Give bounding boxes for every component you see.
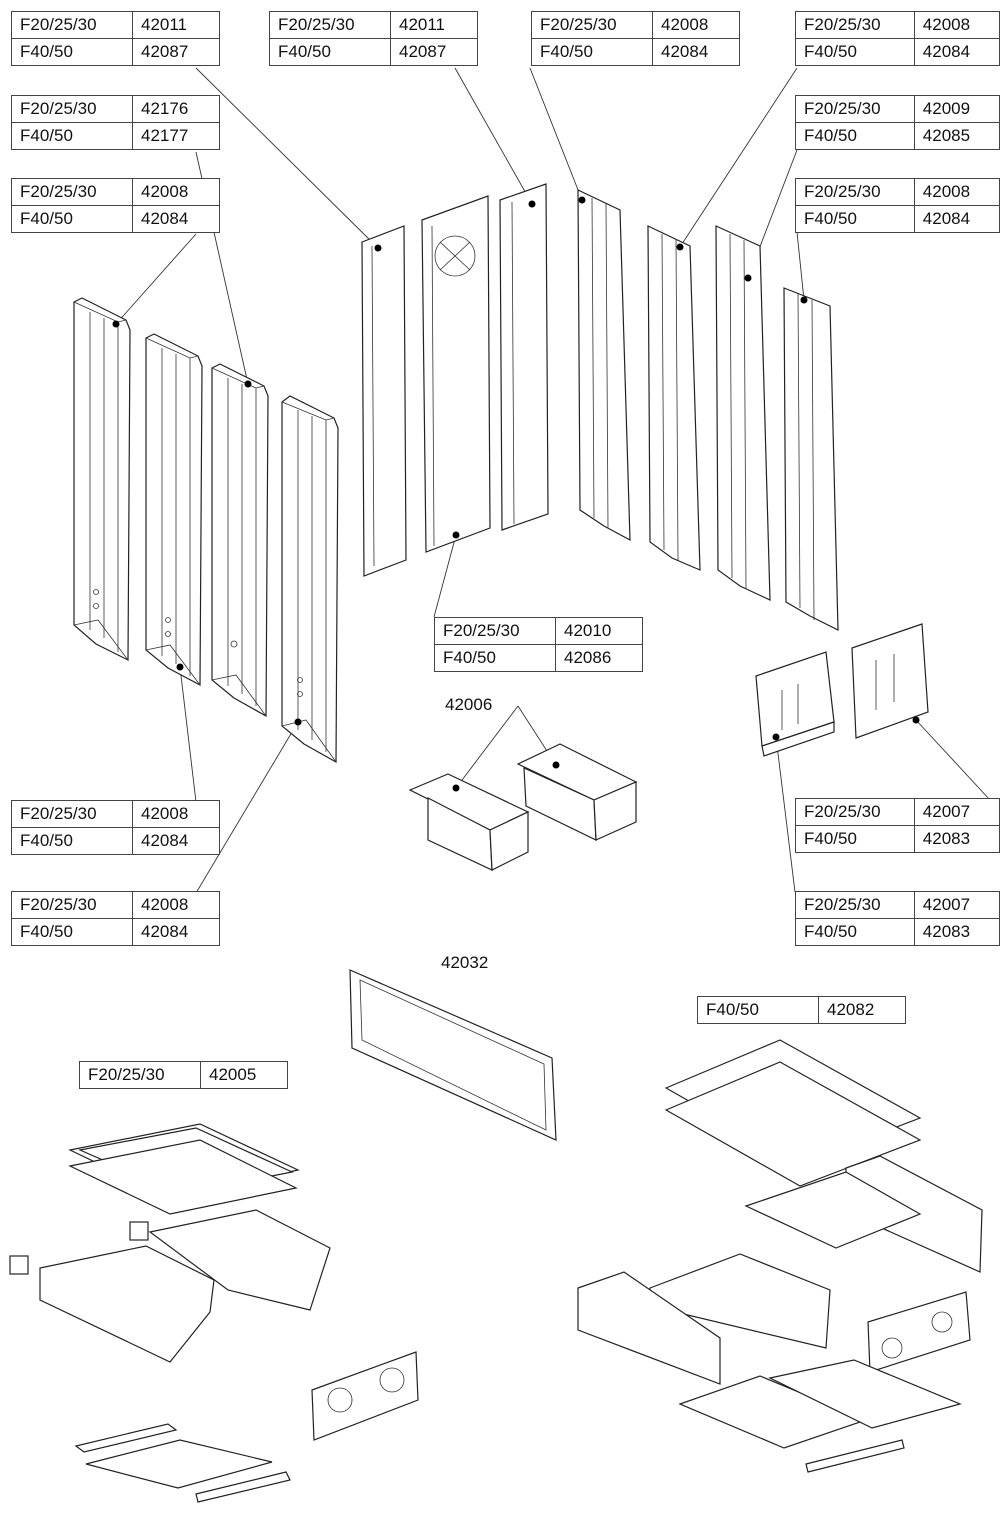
brick-supports	[408, 743, 638, 871]
label-part-number: 42084	[913, 38, 1000, 66]
label-model: F40/50	[795, 825, 915, 853]
side-brick-part	[145, 333, 203, 686]
label-part-number: 42008	[132, 891, 220, 919]
label-part-number: 42084	[132, 827, 220, 855]
callout-dots	[112, 196, 920, 792]
label-part-number: 42008	[652, 11, 740, 39]
label-model: F40/50	[269, 38, 391, 66]
left-base-assembly	[9, 1123, 419, 1503]
label-model: F40/50	[11, 38, 133, 66]
right-base-assembly	[577, 1039, 983, 1473]
label-model: F20/25/30	[434, 617, 556, 645]
label-model: F40/50	[11, 918, 133, 946]
label-part-number: 42177	[132, 122, 220, 150]
door-gasket-part-number: 42032	[441, 953, 489, 972]
label-part-number: 42007	[913, 798, 1000, 826]
label-model: F20/25/30	[795, 11, 915, 39]
label-model: F20/25/30	[11, 800, 133, 828]
back-side-brick	[361, 225, 407, 577]
label-model: F20/25/30	[531, 11, 653, 39]
label-part-number: 42086	[555, 644, 643, 672]
label-model: F40/50	[795, 38, 915, 66]
label-model: F20/25/30	[269, 11, 391, 39]
back-bricks	[361, 183, 549, 577]
side-brick-part	[647, 225, 701, 571]
right-side-bricks	[577, 189, 839, 631]
label-model: F20/25/30	[795, 798, 915, 826]
side-brick-part	[783, 287, 839, 631]
label-part-number: 42011	[132, 11, 220, 39]
label-part-number: 42005	[200, 1061, 288, 1089]
label-model: F20/25/30	[795, 95, 915, 123]
label-part-number: 42008	[132, 800, 220, 828]
brick-supports-part-number: 42006	[445, 695, 493, 714]
label-part-number: 42008	[913, 178, 1000, 206]
label-model: F20/25/30	[795, 891, 915, 919]
label-part-number: 42008	[132, 178, 220, 206]
label-model: F40/50	[795, 205, 915, 233]
door-gasket	[349, 969, 557, 1141]
side-brick-part	[715, 225, 771, 601]
label-part-number: 42010	[555, 617, 643, 645]
label-model: F20/25/30	[79, 1061, 201, 1089]
label-model: F40/50	[697, 996, 819, 1024]
label-model: F40/50	[11, 122, 133, 150]
label-model: F20/25/30	[11, 178, 133, 206]
label-model: F40/50	[531, 38, 653, 66]
label-part-number: 42007	[913, 891, 1000, 919]
label-part-number: 42011	[390, 11, 478, 39]
label-part-number: 42083	[913, 918, 1000, 946]
label-part-number: 42087	[390, 38, 478, 66]
label-model: F40/50	[11, 205, 133, 233]
side-brick-part	[73, 297, 131, 661]
back-center-brick	[421, 195, 491, 553]
label-part-number: 42176	[132, 95, 220, 123]
label-model: F40/50	[795, 918, 915, 946]
label-model: F40/50	[795, 122, 915, 150]
side-brick-part	[211, 363, 269, 718]
label-part-number: 42009	[913, 95, 1000, 123]
side-brick-part	[281, 395, 339, 764]
label-model: F20/25/30	[11, 11, 133, 39]
label-model: F20/25/30	[11, 95, 133, 123]
side-brick-part	[577, 189, 631, 542]
label-part-number: 42084	[132, 918, 220, 946]
label-model: F40/50	[434, 644, 556, 672]
label-model: F40/50	[11, 827, 133, 855]
label-part-number: 42084	[652, 38, 740, 66]
label-model: F20/25/30	[11, 891, 133, 919]
back-side-brick	[499, 183, 549, 531]
label-part-number: 42084	[132, 205, 220, 233]
label-part-number: 42084	[913, 205, 1000, 233]
label-part-number: 42082	[818, 996, 906, 1024]
label-part-number: 42083	[913, 825, 1000, 853]
left-side-bricks	[73, 297, 339, 764]
label-part-number: 42087	[132, 38, 220, 66]
label-part-number: 42008	[913, 11, 1000, 39]
leader-lines	[115, 67, 991, 894]
floor-side-plates	[755, 623, 929, 757]
label-model: F20/25/30	[795, 178, 915, 206]
label-part-number: 42085	[913, 122, 1000, 150]
